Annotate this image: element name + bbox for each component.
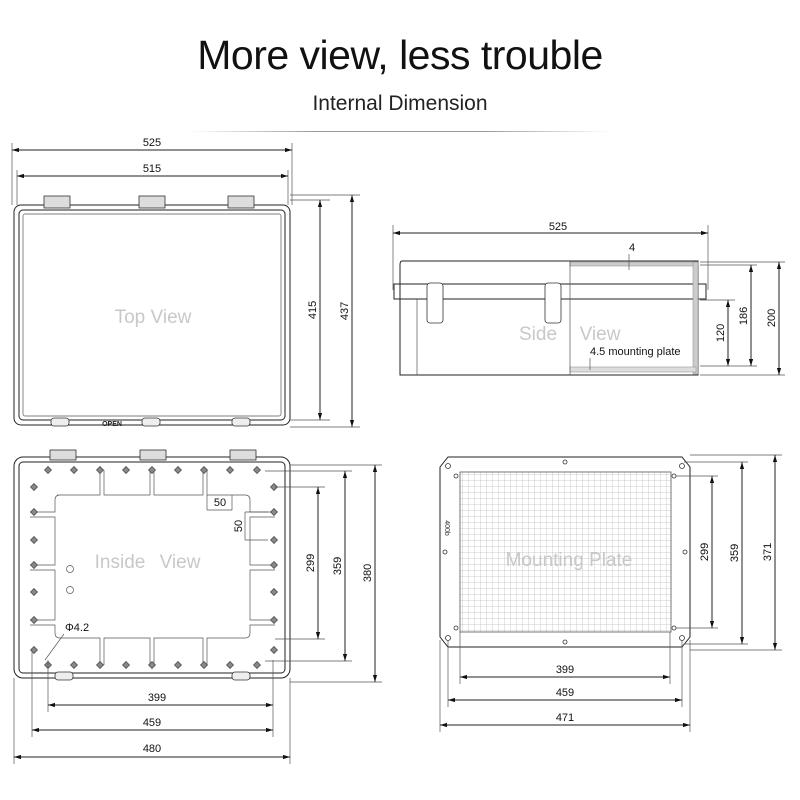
- screw-boss-icon: [70, 466, 78, 474]
- side-view: 525 Side View 4 4.5 mounting plate 120 1…: [392, 221, 785, 376]
- open-mark: OPEN: [102, 421, 122, 428]
- box-body: [399, 260, 699, 376]
- dim-side-200: 200: [766, 309, 778, 327]
- screw-boss-icon: [96, 661, 104, 669]
- screw-boss-icon: [30, 561, 38, 569]
- mounting-plate: 400b Mounting Plate 299 359 371 399 459 …: [439, 454, 782, 732]
- screw-boss-icon: [270, 616, 278, 624]
- inside-view-label-left: Inside: [95, 552, 146, 573]
- dim-pitch-v-50: 50: [233, 520, 245, 532]
- screw-boss-icon: [70, 661, 78, 669]
- screw-boss-icon: [226, 466, 234, 474]
- hinge-icons: [43, 195, 255, 209]
- dim-top-height-415: 415: [307, 301, 319, 319]
- dim-side-120: 120: [715, 324, 727, 342]
- page-title: More view, less trouble: [197, 32, 603, 78]
- plate-grid: [459, 471, 672, 633]
- screw-boss-icon: [30, 536, 38, 544]
- dim-inside-380: 380: [362, 564, 374, 582]
- screw-boss-icon: [122, 661, 130, 669]
- screw-boss-icon: [200, 466, 208, 474]
- dim-top-width-525: 525: [143, 137, 161, 149]
- mounting-plate-label: Mounting Plate: [506, 550, 633, 571]
- page-subtitle: Internal Dimension: [312, 92, 488, 115]
- screw-boss-icon: [44, 466, 52, 474]
- screw-boss-icon: [270, 588, 278, 596]
- inside-view: Inside View Φ4.2 50 50 299 359 380 399 4…: [13, 449, 382, 764]
- screw-boss-icon: [30, 616, 38, 624]
- plate-side-mark: 400b: [443, 520, 450, 536]
- latch-icons: [50, 417, 251, 427]
- dim-inside-359: 359: [332, 557, 344, 575]
- screw-boss-icon: [270, 536, 278, 544]
- inside-outline: [13, 456, 291, 679]
- screw-boss-icon: [122, 466, 130, 474]
- dim-inside-459: 459: [143, 717, 161, 729]
- dim-side-186: 186: [738, 307, 750, 325]
- screw-holes: [30, 466, 278, 669]
- screw-boss-icon: [253, 661, 261, 669]
- dim-plate-471: 471: [556, 712, 574, 724]
- dim-top-width-515: 515: [143, 163, 161, 175]
- screw-boss-icon: [30, 508, 38, 516]
- hole-diameter-label: Φ4.2: [65, 622, 89, 634]
- screw-boss-icon: [96, 466, 104, 474]
- dim-side-width-525: 525: [549, 221, 567, 233]
- dim-plate-399: 399: [556, 664, 574, 676]
- side-latch-icons: [426, 282, 562, 324]
- hinge-icons: [49, 449, 257, 461]
- screw-boss-icon: [200, 661, 208, 669]
- screw-boss-icon: [30, 588, 38, 596]
- dim-plate-371: 371: [762, 543, 774, 561]
- dim-inside-480: 480: [143, 743, 161, 755]
- screw-boss-icon: [30, 483, 38, 491]
- screw-boss-icon: [30, 646, 38, 654]
- top-view: 525 515 OPEN Top View 415 437: [11, 137, 360, 428]
- inside-view-label-right: View: [160, 552, 201, 573]
- screw-boss-icon: [270, 561, 278, 569]
- latch-icons: [54, 671, 251, 681]
- dim-plate-299: 299: [699, 543, 711, 561]
- dim-inside-299: 299: [305, 554, 317, 572]
- side-view-label-right: View: [580, 324, 621, 345]
- dim-plate-459: 459: [556, 687, 574, 699]
- screw-boss-icon: [253, 466, 261, 474]
- screw-boss-icon: [270, 483, 278, 491]
- screw-boss-icon: [270, 508, 278, 516]
- dim-inside-399: 399: [148, 692, 166, 704]
- dim-plate-359: 359: [729, 544, 741, 562]
- top-view-label: Top View: [115, 307, 192, 328]
- dim-pitch-h-50: 50: [214, 497, 226, 509]
- wall-thickness-label: 4: [629, 242, 635, 254]
- screw-boss-icon: [270, 646, 278, 654]
- screw-boss-icon: [174, 661, 182, 669]
- screw-boss-icon: [226, 661, 234, 669]
- screw-boss-icon: [148, 661, 156, 669]
- screw-boss-icon: [148, 466, 156, 474]
- divider: [190, 131, 610, 132]
- dim-top-height-437: 437: [339, 302, 351, 320]
- screw-boss-icon: [174, 466, 182, 474]
- mounting-plate-label: 4.5 mounting plate: [590, 346, 681, 358]
- side-view-label-left: Side: [519, 324, 557, 345]
